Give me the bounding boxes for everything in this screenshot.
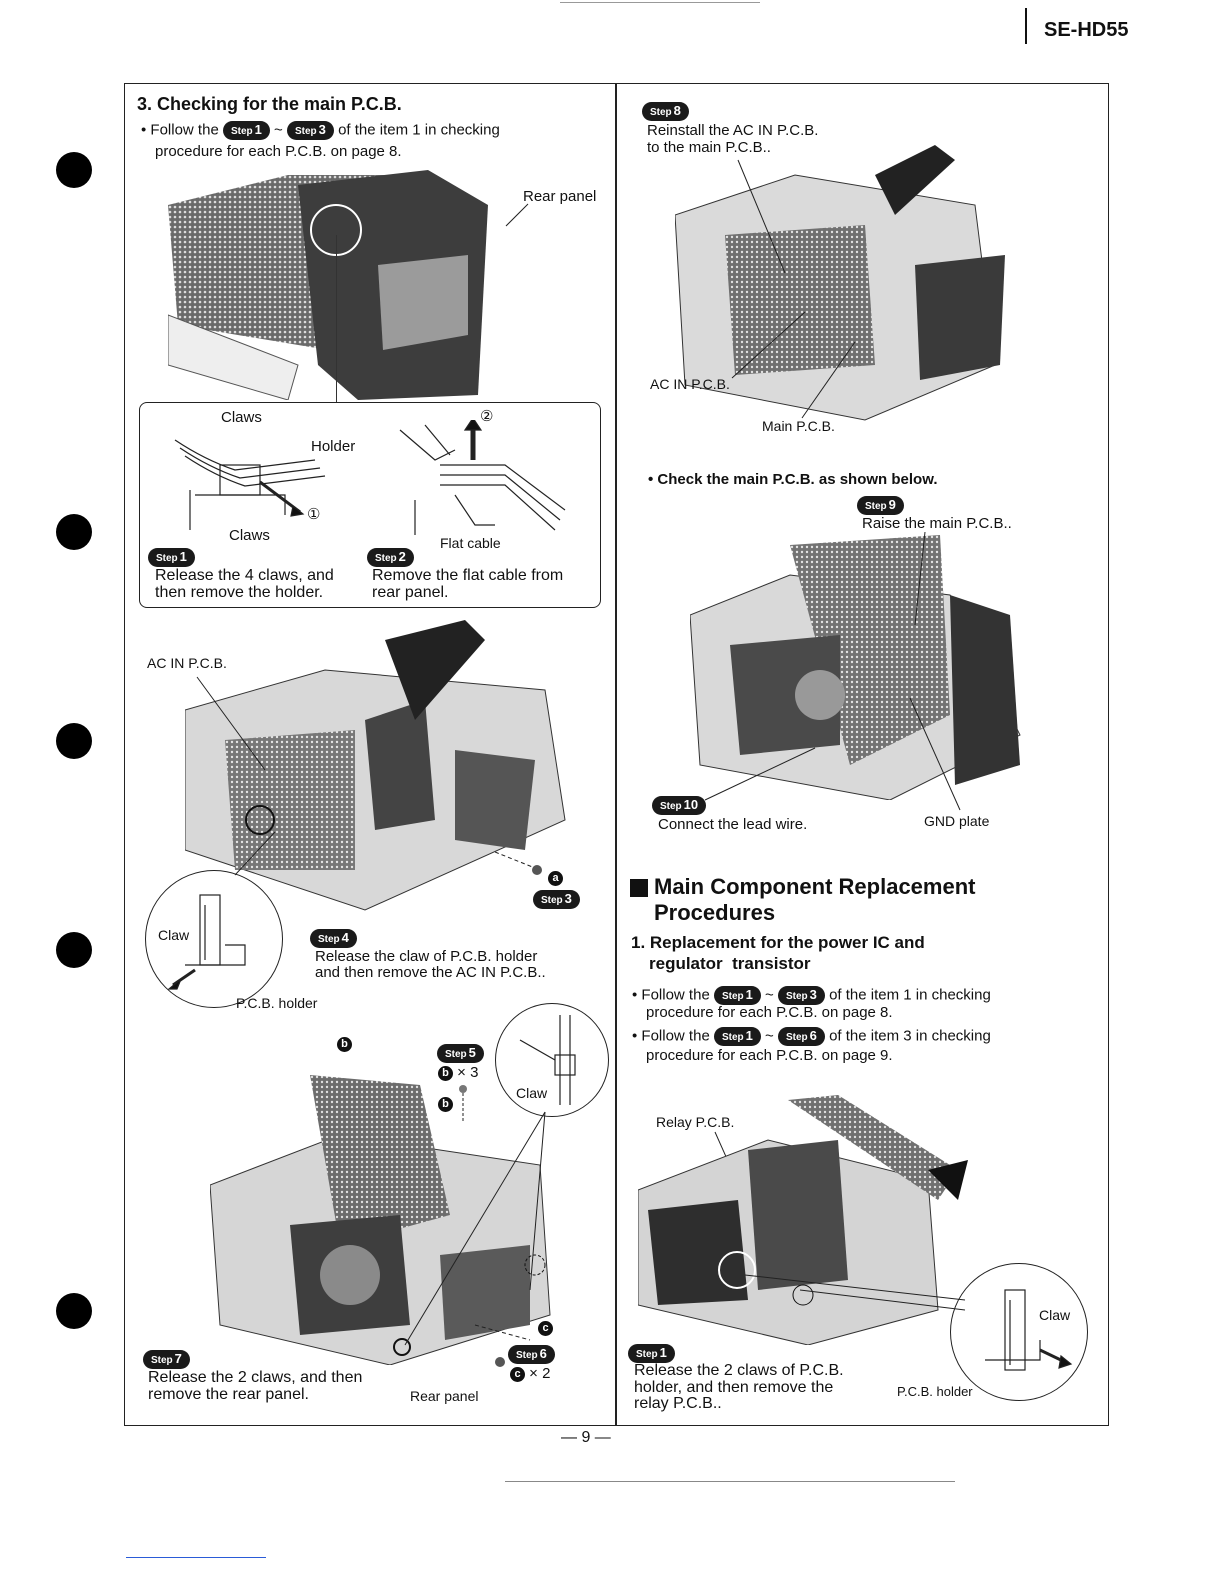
step6-quantity: c × 2 xyxy=(510,1365,550,1382)
step8-leader xyxy=(735,158,795,278)
binder-hole-2 xyxy=(56,514,92,550)
sub-heading-line-1: 1. Replacement for the power IC and xyxy=(631,933,925,953)
tilde: ~ xyxy=(274,121,283,138)
gnd-leader xyxy=(905,695,965,815)
step10-text: Connect the lead wire. xyxy=(658,816,807,833)
step5-quantity: b × 3 xyxy=(438,1064,478,1081)
top-rule xyxy=(560,2,760,3)
main-pcb-leader xyxy=(800,340,860,420)
step9-leader xyxy=(910,530,930,630)
ac-in-leader xyxy=(195,675,275,775)
claw-leaders-relay xyxy=(740,1270,970,1330)
binder-hole-1 xyxy=(56,152,92,188)
claw-leader xyxy=(230,830,280,880)
section-heading-main-pcb: 3. Checking for the main P.C.B. xyxy=(137,94,402,115)
magnify-line xyxy=(336,235,337,403)
step1-relay-text-3: relay P.C.B.. xyxy=(634,1395,722,1412)
step1-text-1: Release the 4 claws, and xyxy=(155,567,334,584)
step7-text-1: Release the 2 claws, and then xyxy=(148,1369,362,1386)
arrow-2-marker: ② xyxy=(480,408,493,425)
step2-text-1: Remove the flat cable from xyxy=(372,567,563,584)
rear-panel-leader xyxy=(500,200,530,230)
screw-b-marker-top: b xyxy=(337,1036,352,1054)
step7-text-2: remove the rear panel. xyxy=(148,1386,309,1403)
claw-leader-2 xyxy=(400,1110,550,1350)
step1-relay-text-2: holder, and then remove the xyxy=(634,1379,833,1396)
holder-label: Holder xyxy=(311,438,355,455)
rear-panel-label-2: Rear panel xyxy=(410,1388,479,1405)
step8-text-1: Reinstall the AC IN P.C.B. xyxy=(647,122,818,139)
binder-hole-5 xyxy=(56,1293,92,1329)
pcb-holder-label: P.C.B. holder xyxy=(236,995,317,1012)
section-title-line-2: Procedures xyxy=(654,900,775,926)
step7-badge: Step7 xyxy=(143,1350,190,1369)
screw-c-marker: c xyxy=(538,1320,553,1338)
holder-claws-drawing xyxy=(165,420,355,530)
step1-text-2: then remove the holder. xyxy=(155,584,323,601)
footer-rule xyxy=(505,1481,955,1482)
binder-hole-4 xyxy=(56,932,92,968)
gnd-plate-label: GND plate xyxy=(924,813,989,830)
follow-line-2b: procedure for each P.C.B. on page 9. xyxy=(646,1047,893,1064)
arrow-1-marker: ① xyxy=(307,506,320,523)
section-square-icon xyxy=(630,879,648,897)
check-main-pcb-line: • Check the main P.C.B. as shown below. xyxy=(648,471,938,488)
step4-text-2: and then remove the AC IN P.C.B.. xyxy=(315,964,546,981)
intro-line-2: procedure for each P.C.B. on page 8. xyxy=(155,143,402,160)
photo-unit-rear-view xyxy=(168,165,498,400)
ac-in-pcb-label-2: AC IN P.C.B. xyxy=(650,376,730,393)
pcb-holder-label-2: P.C.B. holder xyxy=(897,1383,973,1400)
binder-hole-3 xyxy=(56,723,92,759)
step10-leader xyxy=(700,745,820,805)
intro-suffix: of the item 1 in checking xyxy=(338,121,500,138)
rear-panel-label: Rear panel xyxy=(523,188,596,205)
follow-line-1b: procedure for each P.C.B. on page 8. xyxy=(646,1004,893,1021)
step2-text-2: rear panel. xyxy=(372,584,449,601)
ac-in-leader-2 xyxy=(730,310,810,380)
claws-bottom-label: Claws xyxy=(229,527,270,544)
screw-b-icon: b xyxy=(438,1066,453,1081)
step1-relay-text-1: Release the 2 claws of P.C.B. xyxy=(634,1362,844,1379)
flat-cable-label: Flat cable xyxy=(440,535,501,552)
screw-a-marker: a xyxy=(548,870,563,888)
step9-text: Raise the main P.C.B.. xyxy=(862,515,1012,532)
flat-cable-drawing xyxy=(395,420,575,540)
claw-label-2: Claw xyxy=(516,1085,547,1102)
intro-prefix: • Follow the xyxy=(141,121,219,138)
header-rule xyxy=(1025,8,1027,44)
claws-top-label: Claws xyxy=(221,409,262,426)
sub-heading-line-2: regulator transistor xyxy=(649,954,811,974)
page-number: — 9 — xyxy=(561,1429,611,1446)
claw-label-3: Claw xyxy=(1039,1307,1070,1324)
model-number: SE-HD55 xyxy=(1044,19,1128,42)
main-pcb-label: Main P.C.B. xyxy=(762,418,835,435)
footer-rule-blue xyxy=(126,1557,266,1558)
screw-a-icon xyxy=(495,850,555,880)
claw-detail-drawing-3 xyxy=(965,1280,1075,1390)
step4-text-1: Release the claw of P.C.B. holder xyxy=(315,948,537,965)
column-divider xyxy=(615,84,617,1425)
screw-c-icon-small: c xyxy=(510,1367,525,1382)
claw-label: Claw xyxy=(158,927,189,944)
section-title-line-1: Main Component Replacement xyxy=(654,874,975,900)
